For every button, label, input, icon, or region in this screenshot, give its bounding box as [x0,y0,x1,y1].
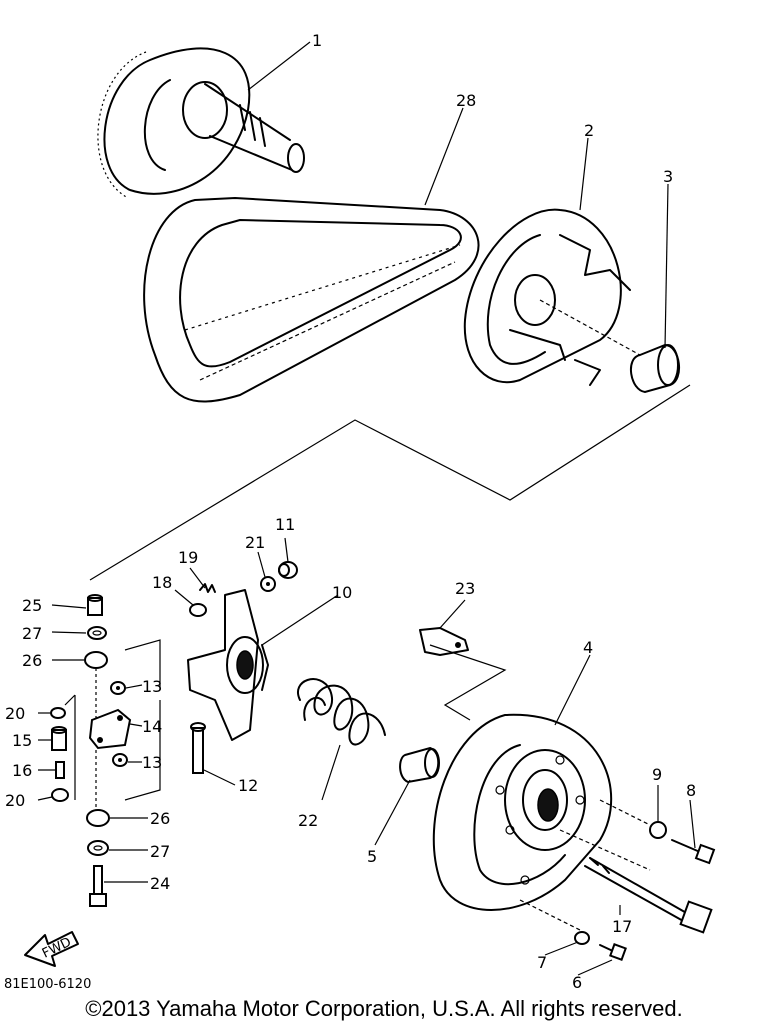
callout-13a: 13 [142,677,162,696]
bolt-6-part[interactable] [599,943,627,961]
callout-9: 9 [652,765,662,784]
washer-13b-part[interactable] [112,753,128,767]
spring-22-part[interactable] [297,678,386,746]
v-belt-part[interactable] [143,197,480,403]
callout-15: 15 [12,731,32,750]
callout-4: 4 [583,638,593,657]
washer-7-part[interactable] [574,931,590,945]
washer-20b-part[interactable] [51,788,69,802]
slider-23-part[interactable] [419,627,469,656]
washer-21-part[interactable] [260,576,276,592]
callout-8: 8 [686,781,696,800]
fwd-arrow-icon: FWD [24,931,79,967]
callout-14: 14 [142,717,162,736]
pin-16-part[interactable] [55,761,65,779]
callout-6: 6 [572,973,582,992]
assembly-outline [89,384,691,581]
callout-19: 19 [178,548,198,567]
callout-24: 24 [150,874,170,893]
callout-3: 3 [663,167,673,186]
washer-13a-part[interactable] [110,681,126,695]
callout-2: 2 [584,121,594,140]
bushing-18-part[interactable] [189,603,207,617]
roller-15-part[interactable] [51,726,67,751]
callout-20a: 20 [5,704,25,723]
callout-13b: 13 [142,753,162,772]
callout-27a: 27 [22,624,42,643]
roller-14-part[interactable] [88,708,132,750]
secondary-sheave-part[interactable] [97,47,305,199]
callout-labels: 1 28 2 3 11 21 19 18 10 23 4 25 27 26 13… [5,31,696,992]
bolt-17-part[interactable] [584,857,713,934]
callout-25: 25 [22,596,42,615]
callout-26a: 26 [22,651,42,670]
leader-lines [37,41,696,976]
bolt-8-part[interactable] [671,839,716,865]
washer-26a-part[interactable] [84,651,108,669]
callout-23: 23 [455,579,475,598]
callout-26b: 26 [150,809,170,828]
washer-27b-part[interactable] [87,840,109,856]
bushing-5-part[interactable] [399,746,440,784]
callout-27b: 27 [150,842,170,861]
spider-part[interactable] [187,589,269,741]
copyright-notice: ©2013 Yamaha Motor Corporation, U.S.A. A… [85,996,683,1021]
callout-7: 7 [537,953,547,972]
callout-17: 17 [612,917,632,936]
callout-18: 18 [152,573,172,592]
bolt-24-part[interactable] [89,865,107,907]
primary-sheave-part[interactable] [432,713,651,931]
callout-16: 16 [12,761,32,780]
pin-part[interactable] [278,561,298,579]
shaft-12-part[interactable] [190,722,206,774]
callout-12: 12 [238,776,258,795]
washer-20a-part[interactable] [50,707,66,719]
callout-10: 10 [332,583,352,602]
callout-21: 21 [245,533,265,552]
cap-25-part[interactable] [87,594,103,616]
callout-22: 22 [298,811,318,830]
callout-5: 5 [367,847,377,866]
nut-9-part[interactable] [649,821,667,839]
drawing-code: 81E100-6120 [4,977,91,992]
callout-11: 11 [275,515,295,534]
fwd-label: FWD [40,935,74,962]
washer-27a-part[interactable] [87,626,107,640]
bushing-part[interactable] [630,343,681,394]
assembly-outline-2 [429,644,507,721]
callout-20b: 20 [5,791,25,810]
sheave-housing-part[interactable] [463,208,641,386]
washer-26b-part[interactable] [86,809,110,827]
callout-1: 1 [312,31,322,50]
callout-28: 28 [456,91,476,110]
roller-group-bracket [64,639,161,801]
